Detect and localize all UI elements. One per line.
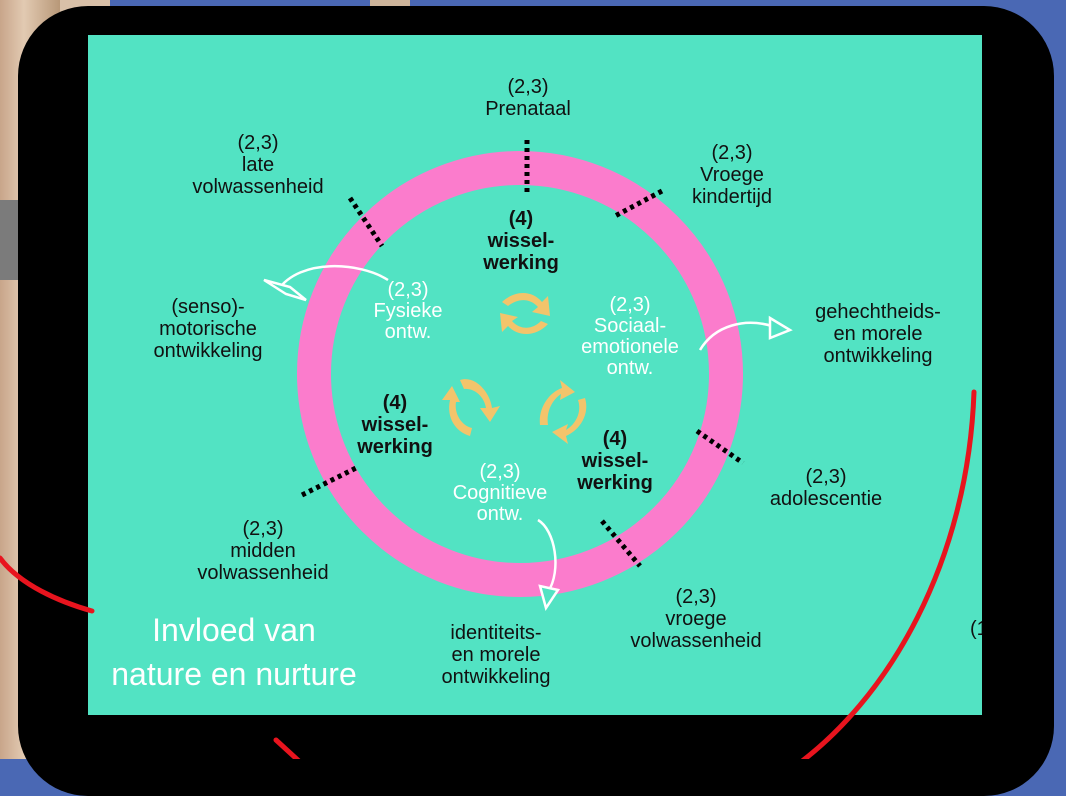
arrow-cognitieve-head <box>538 584 561 611</box>
development-ring <box>297 151 743 597</box>
arrow-fysieke <box>276 265 389 291</box>
cycle-arrows <box>442 293 587 444</box>
label-adolescentie: (2,3)adolescentie <box>769 466 883 510</box>
interaction-top: (4)wissel-werking <box>483 208 559 274</box>
separator-kindertijd <box>613 188 664 219</box>
label-cut-off: (1 <box>970 618 982 640</box>
arrow-fysieke-head <box>263 278 307 302</box>
cycle-arrow-right-1 <box>539 380 575 425</box>
diagram-graphics <box>0 140 977 759</box>
cycle-arrow-right-2 <box>552 398 587 444</box>
interaction-right: (4)wissel-werking <box>577 428 653 494</box>
separator-midden <box>300 464 360 498</box>
age-stage-separators <box>300 140 745 568</box>
arrow-cognitieve <box>537 518 557 593</box>
diagram-panel <box>88 35 982 715</box>
separator-vroege-volw <box>600 519 642 568</box>
red-stroke-bottom <box>273 737 301 759</box>
cycle-arrow-left-1 <box>460 379 500 422</box>
cycle-arrow-top-2 <box>500 313 548 335</box>
red-annotation <box>0 389 977 759</box>
red-stroke-right <box>800 389 977 759</box>
arrow-sociaal <box>698 321 773 351</box>
label-prenataal: (2,3)Prenataal <box>485 76 571 120</box>
annotation-arrows <box>263 265 793 611</box>
separator-adolescentie <box>695 428 745 466</box>
arrow-sociaal-head <box>768 315 793 340</box>
red-stroke-left <box>0 555 95 614</box>
cycle-arrow-left-2 <box>442 386 472 436</box>
cycle-arrow-top-1 <box>502 293 550 316</box>
interaction-left: (4)wissel-werking <box>357 392 433 458</box>
separator-late <box>347 196 385 248</box>
